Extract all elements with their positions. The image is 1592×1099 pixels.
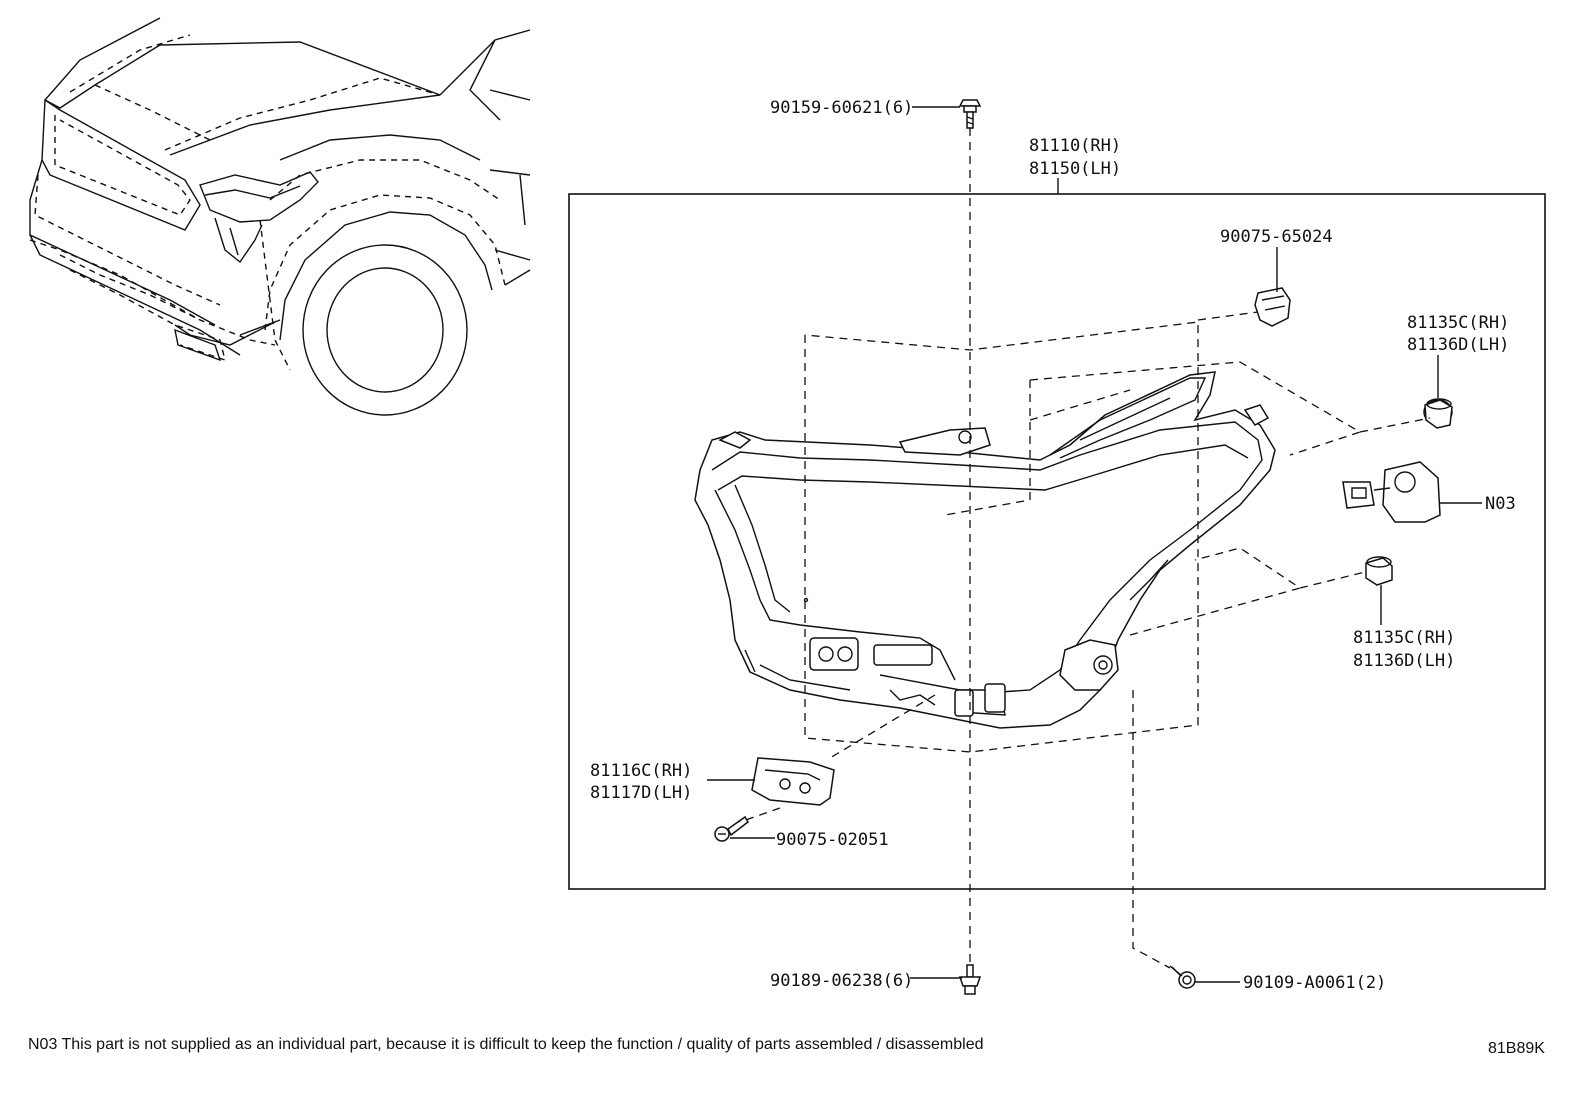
bracket-icon (751, 757, 835, 806)
callout-labels: 90159-60621(6) 81110(RH) 81150(LH) 90075… (590, 98, 1516, 993)
headlamp-assembly (694, 371, 1276, 729)
assembly-lines (739, 128, 1431, 969)
callout-81135c-rh-bottom: 81135C(RH) (1353, 628, 1455, 648)
vehicle-locator-view (29, 17, 531, 416)
callout-81136d-lh-bottom: 81136D(LH) (1353, 651, 1455, 671)
leveling-actuator-icon (1342, 461, 1441, 523)
screw-icon (1169, 965, 1196, 989)
leader-lines (707, 106, 1482, 983)
assembly-boundary-frame (568, 193, 1546, 890)
screw-icon (714, 815, 749, 842)
callout-90109-a0061: 90109-A0061(2) (1243, 973, 1386, 993)
callout-81150-lh: 81150(LH) (1029, 159, 1121, 179)
callout-81116c-rh: 81116C(RH) (590, 761, 692, 781)
bolt-icon (958, 99, 982, 129)
callout-90075-02051: 90075-02051 (776, 830, 889, 850)
bulb-socket-icon (1254, 287, 1291, 327)
lamp-cap-icon (1365, 556, 1393, 586)
callout-n03: N03 (1485, 494, 1516, 514)
callout-90189-06238: 90189-06238(6) (770, 971, 913, 991)
figure-code: 81B89K (1488, 1040, 1545, 1057)
callout-81110-rh: 81110(RH) (1029, 136, 1121, 156)
callout-81135c-rh-top: 81135C(RH) (1407, 313, 1509, 333)
n03-footnote: N03 This part is not supplied as an indi… (28, 1036, 984, 1053)
callout-81136d-lh-top: 81136D(LH) (1407, 335, 1509, 355)
lamp-cap-icon (1423, 398, 1453, 429)
bolt-icon (958, 964, 982, 995)
callout-81117d-lh: 81117D(LH) (590, 783, 692, 803)
callout-90075-65024: 90075-65024 (1220, 227, 1333, 247)
callout-90159-60621: 90159-60621(6) (770, 98, 913, 118)
